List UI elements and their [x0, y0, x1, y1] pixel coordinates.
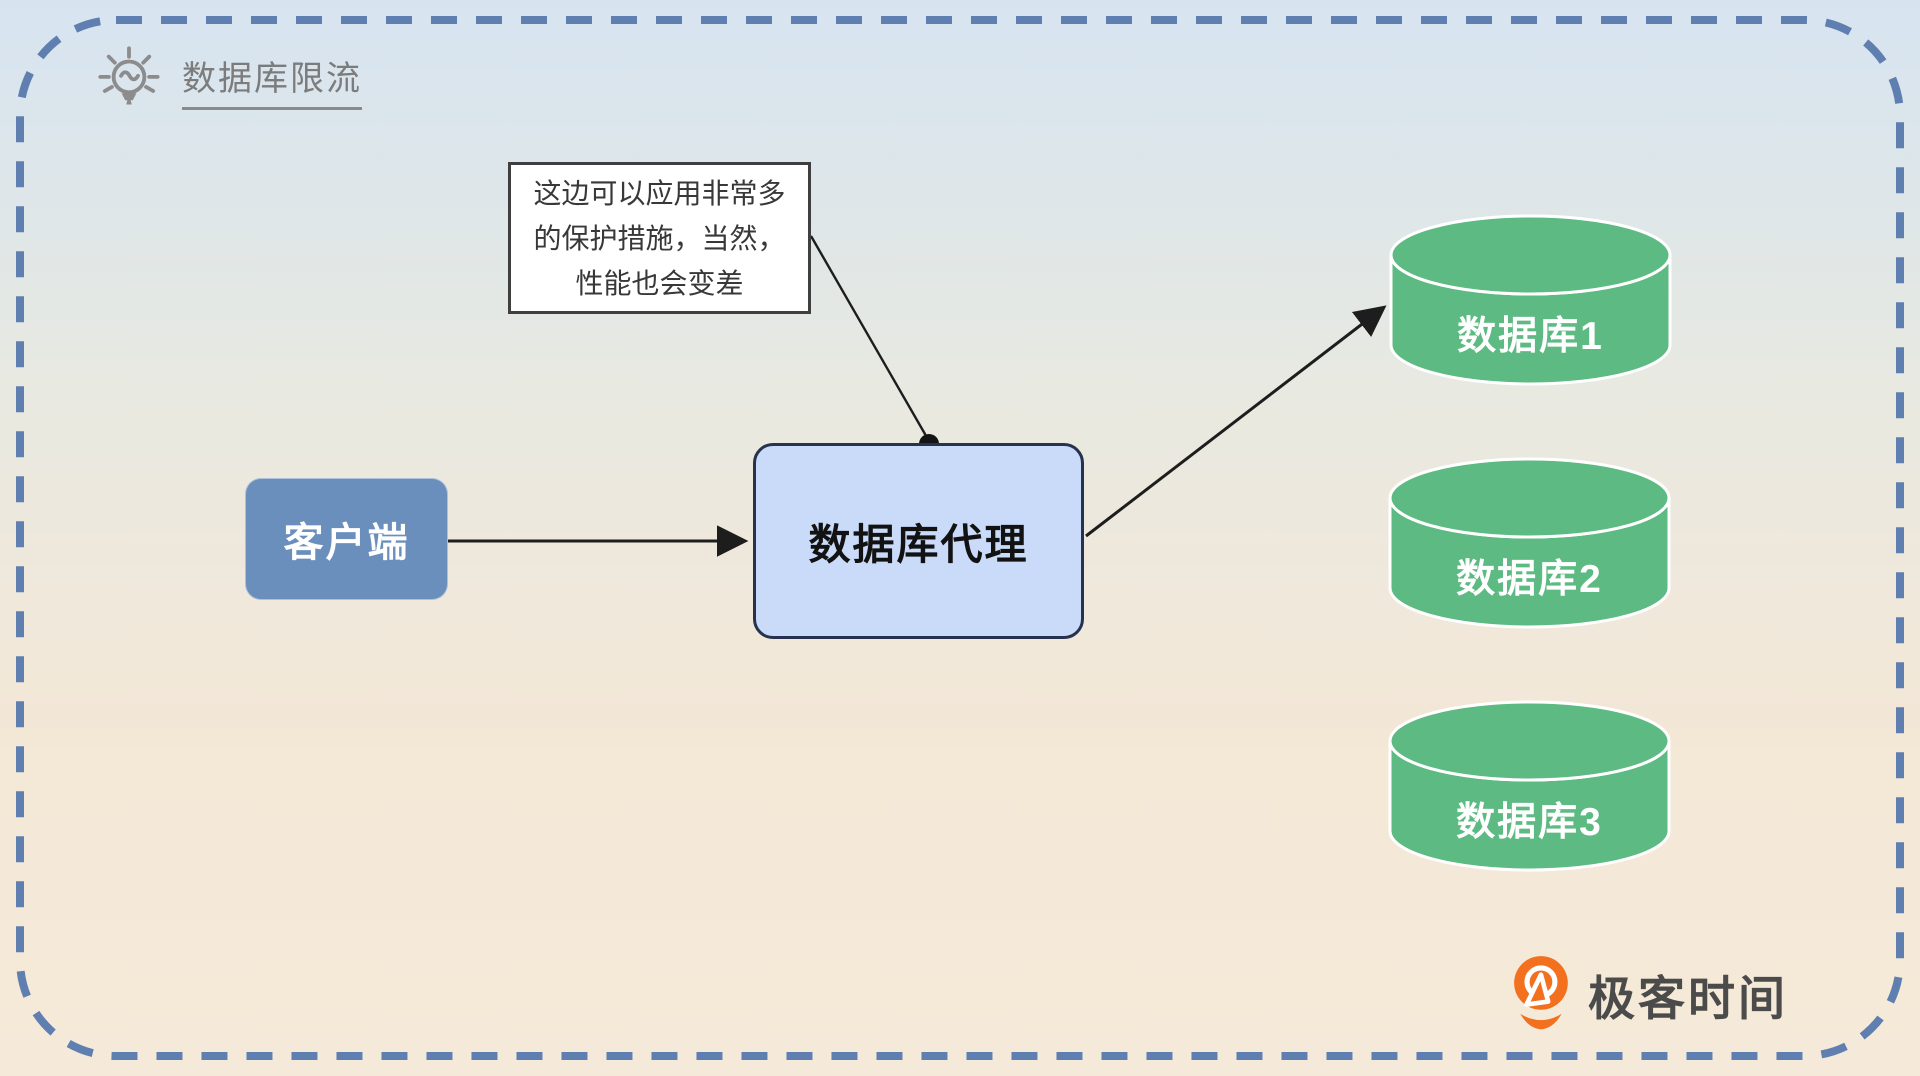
- node-database-1: 数据库1: [1389, 214, 1672, 386]
- node-database-2: 数据库2: [1388, 457, 1671, 629]
- node-database-1-label: 数据库1: [1457, 315, 1604, 358]
- node-client-label: 客户端: [283, 521, 410, 565]
- database-cylinder-icon: [1388, 457, 1671, 629]
- annotation-note-line: 这边可以应用非常多: [533, 177, 786, 209]
- annotation-note-line: 的保护措施，当然，: [533, 222, 786, 254]
- diagram-title: 数据库限流: [94, 44, 362, 116]
- node-client: 客户端: [245, 478, 448, 600]
- node-database-3-label: 数据库3: [1456, 801, 1603, 844]
- arrow-proxy-to-db1: [1085, 305, 1387, 538]
- annotation-note: 这边可以应用非常多 的保护措施，当然， 性能也会变差: [508, 162, 811, 314]
- database-cylinder-icon: [1389, 214, 1672, 386]
- geektime-logo-text: 极客时间: [1588, 971, 1788, 1025]
- node-proxy: 数据库代理: [753, 443, 1084, 639]
- database-cylinder-icon: [1388, 700, 1671, 872]
- geektime-logo-icon: [1510, 953, 1574, 1033]
- node-proxy-label: 数据库代理: [808, 520, 1029, 568]
- geektime-logo: 极客时间: [1510, 953, 1788, 1033]
- lightbulb-icon: [94, 44, 164, 116]
- node-database-2-label: 数据库2: [1456, 558, 1603, 601]
- diagram-title-text: 数据库限流: [182, 51, 362, 110]
- note-connector-line: [809, 235, 931, 442]
- annotation-note-line: 性能也会变差: [575, 267, 744, 299]
- node-database-3: 数据库3: [1388, 700, 1671, 872]
